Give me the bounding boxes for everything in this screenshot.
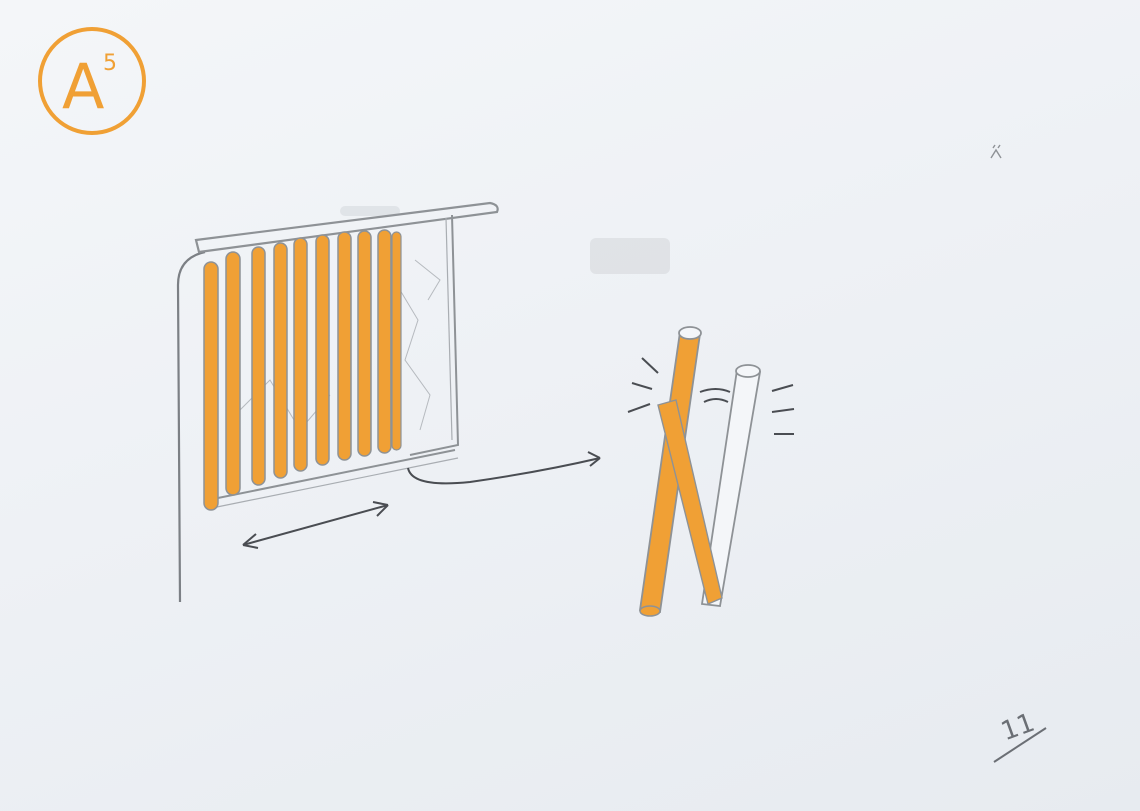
panel-tube <box>294 238 307 471</box>
panel-tube <box>378 230 391 453</box>
detail-arrow <box>408 452 600 483</box>
panel-right-edge <box>410 215 458 455</box>
panel-tube <box>274 243 287 478</box>
tube-panel <box>196 203 498 510</box>
panel-tube <box>204 262 218 510</box>
slide-arrow <box>243 502 388 548</box>
panel-tube <box>338 232 351 460</box>
tiny-mark <box>991 145 1001 158</box>
panel-tube <box>252 247 265 485</box>
panel-tube <box>358 231 371 456</box>
impact-lines <box>628 358 794 434</box>
panel-bottom-rail <box>208 450 455 500</box>
panel-tube <box>392 232 401 450</box>
badge-superscript: 5 <box>103 51 117 76</box>
page-number-text: 11 <box>997 708 1038 748</box>
panel-tube <box>226 252 240 495</box>
loose-tubes <box>628 327 794 616</box>
panel-tube <box>316 235 329 465</box>
panel-tubes <box>204 230 401 510</box>
version-badge: A 5 <box>40 29 144 133</box>
wall-line <box>178 252 205 602</box>
page-number: 11 <box>994 708 1046 762</box>
badge-letter: A <box>62 50 104 123</box>
